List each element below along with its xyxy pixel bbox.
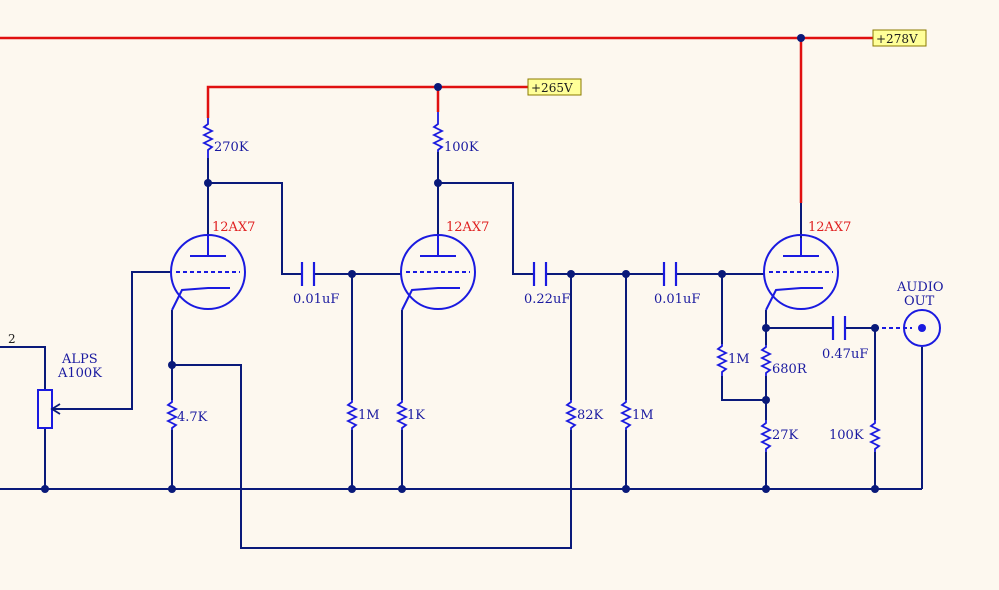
capacitor-c3-label: 0.01uF <box>654 292 700 307</box>
junction <box>762 396 770 404</box>
resistor-plate2-label: 100K <box>444 140 479 155</box>
resistor-grid2-label: 1M <box>358 408 380 423</box>
junction <box>797 34 805 42</box>
tube-3 <box>763 234 839 311</box>
rail-label-278v: +278V <box>872 29 927 47</box>
junction <box>622 485 630 493</box>
tube-1-label: 12AX7 <box>212 220 255 235</box>
resistor-cathode2 <box>395 400 409 430</box>
resistor-output-load-label: 100K <box>829 428 864 443</box>
capacitor-c1-label: 0.01uF <box>293 292 339 307</box>
pot-input-wire <box>0 346 46 390</box>
rail-label-265v-text: +265V <box>531 81 573 95</box>
plate2-to-c2-wire <box>438 182 534 275</box>
rail-label-265v: +265V <box>527 78 582 96</box>
junction <box>871 485 879 493</box>
junction <box>434 179 442 187</box>
grid3-res-bottom <box>721 376 766 401</box>
rail-265v-wire <box>206 85 528 118</box>
junction <box>718 270 726 278</box>
junction <box>398 485 406 493</box>
capacitor-c4-label: 0.47uF <box>822 347 868 362</box>
junction <box>204 179 212 187</box>
rail-label-278v-text: +278V <box>876 32 918 46</box>
resistor-plate1 <box>201 118 215 158</box>
capacitor-c1 <box>300 262 316 286</box>
pot-brand-label: ALPS <box>61 352 98 367</box>
resistor-cathode1 <box>165 400 179 430</box>
capacitor-c4 <box>831 316 847 340</box>
wires <box>0 152 923 549</box>
resistor-output-load <box>868 420 882 452</box>
junction <box>871 324 879 332</box>
tube-3-label: 12AX7 <box>808 220 851 235</box>
junction <box>168 485 176 493</box>
resistor-cathode2-label: 1K <box>407 408 425 423</box>
resistor-grid2 <box>345 400 359 430</box>
audio-output-jack <box>903 309 941 347</box>
junction <box>567 270 575 278</box>
resistor-cathode3a-label: 680R <box>772 362 808 377</box>
output-label-line2: OUT <box>904 294 935 309</box>
tube-2-label: 12AX7 <box>446 220 489 235</box>
tube-2 <box>400 234 476 311</box>
resistor-cathode1-label: 4.7K <box>177 410 208 425</box>
resistor-cathode3b <box>759 420 773 452</box>
resistor-cathode3b-label: 27K <box>772 428 799 443</box>
junction <box>762 485 770 493</box>
resistor-grid3 <box>715 344 729 376</box>
capacitor-c2 <box>532 262 548 286</box>
capacitor-c3 <box>662 262 678 286</box>
resistor-plate1-label: 270K <box>214 140 249 155</box>
resistor-cathode3a <box>759 345 773 376</box>
potentiometer <box>37 389 61 429</box>
resistor-grid3-label: 1M <box>728 352 750 367</box>
pot-value-label: A100K <box>57 366 102 381</box>
junction <box>348 270 356 278</box>
junctions <box>41 34 879 493</box>
junction <box>168 361 176 369</box>
power-rails <box>0 36 873 203</box>
resistor-divider2 <box>619 400 633 430</box>
capacitor-c2-label: 0.22uF <box>524 292 570 307</box>
output-label-line1: AUDIO <box>896 280 944 295</box>
resistor-divider1-label: 82K <box>577 408 604 423</box>
pot-pin-label: 2 <box>8 332 16 346</box>
junction <box>348 485 356 493</box>
plate1-to-c1-wire <box>208 182 302 275</box>
wiper-to-grid1-wire <box>52 271 170 410</box>
junction <box>434 83 442 91</box>
resistors <box>165 112 882 452</box>
resistor-plate2 <box>431 112 445 152</box>
feedback-loop-wire <box>172 364 572 549</box>
junction <box>41 485 49 493</box>
junction <box>622 270 630 278</box>
resistor-divider1 <box>564 400 578 430</box>
tube-1 <box>170 234 246 311</box>
junction <box>762 324 770 332</box>
resistor-divider2-label: 1M <box>632 408 654 423</box>
capacitors <box>300 262 847 340</box>
